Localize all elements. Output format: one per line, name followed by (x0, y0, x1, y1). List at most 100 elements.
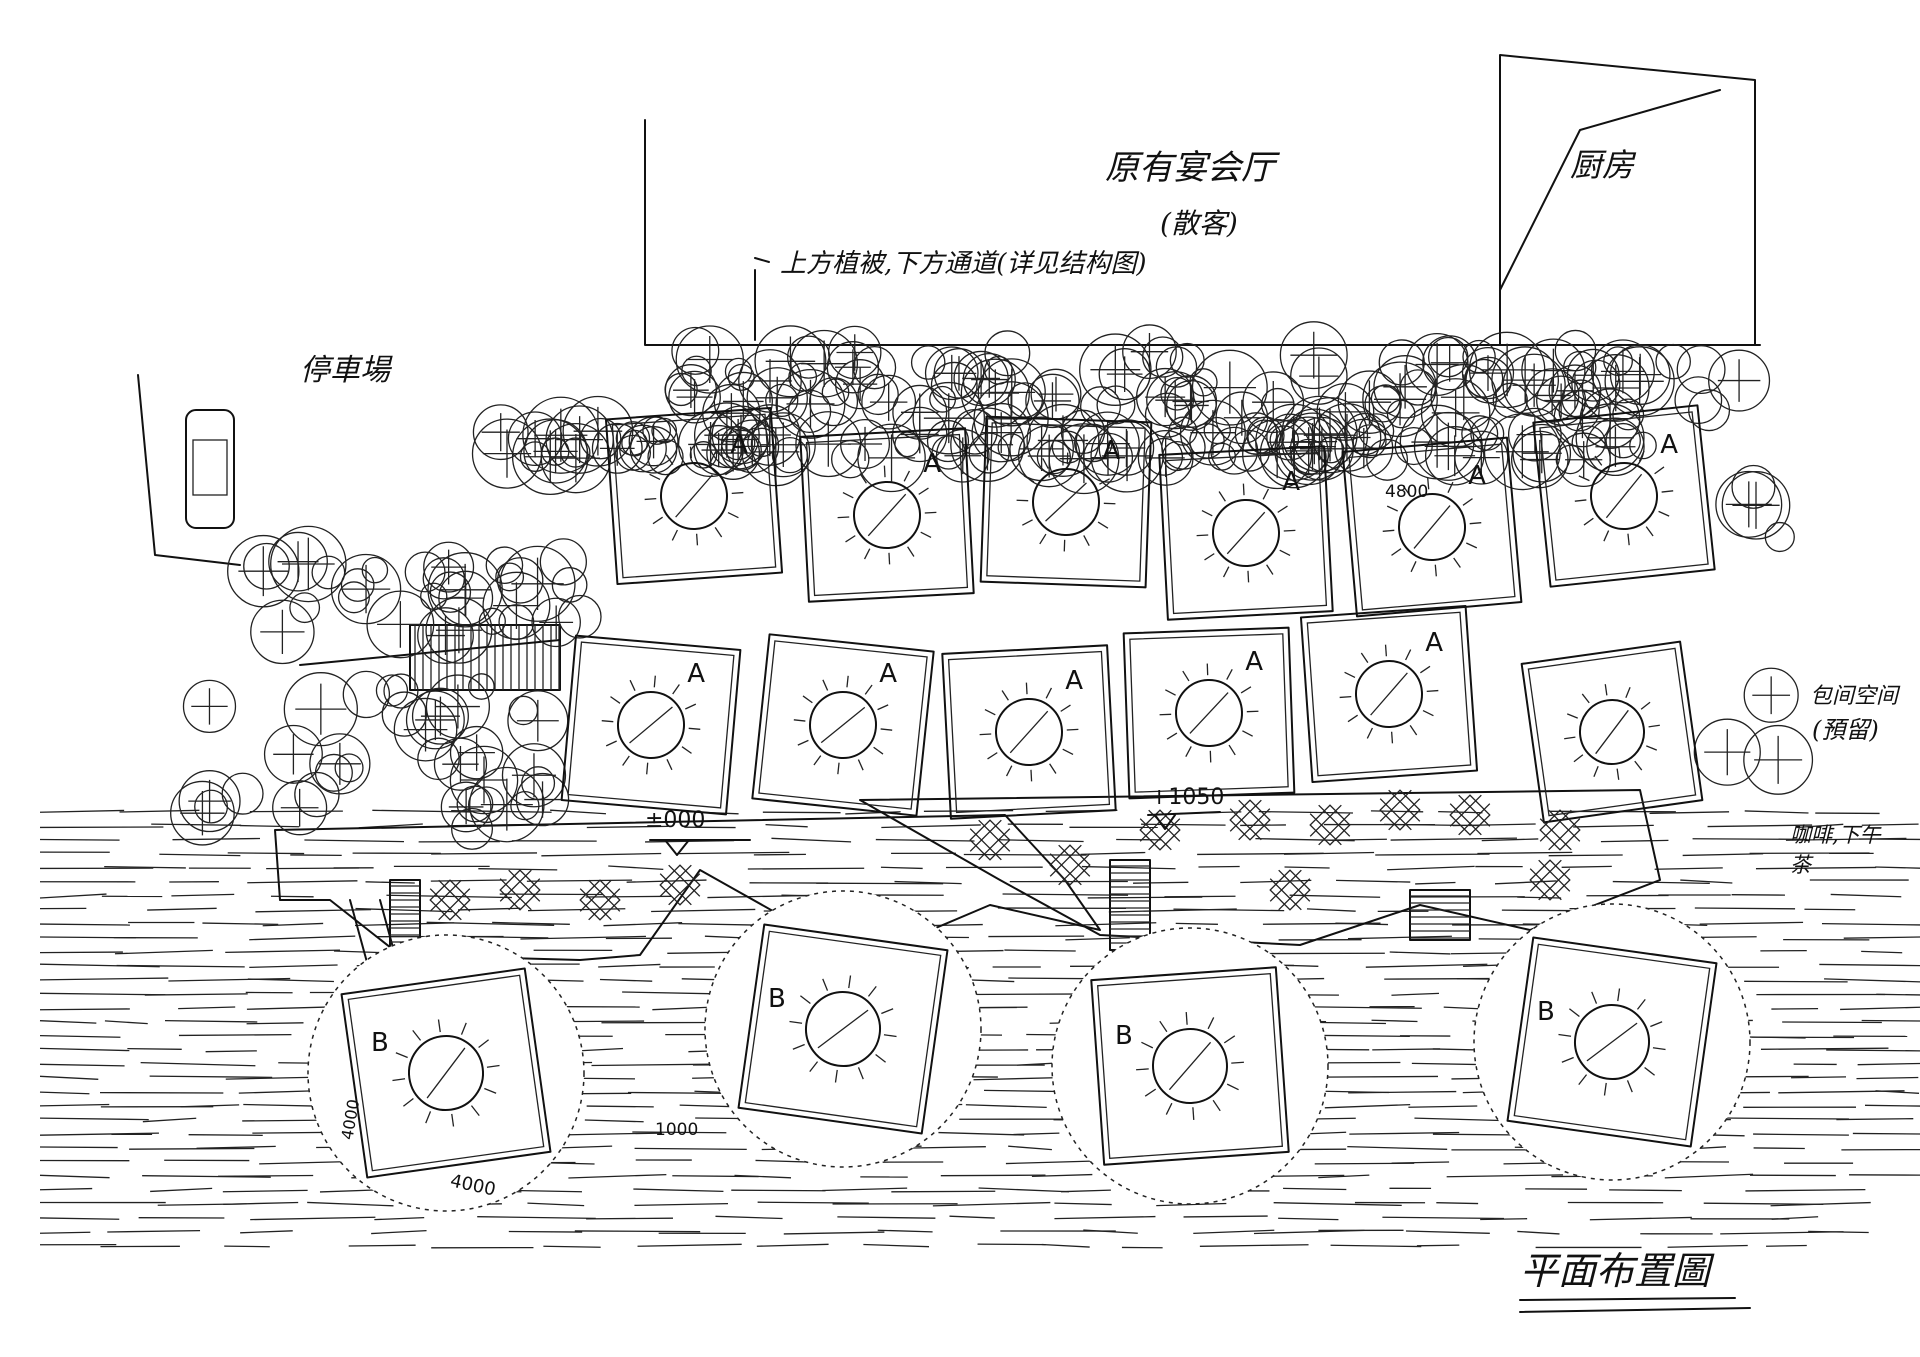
water-line (142, 1175, 271, 1178)
chair (881, 1008, 894, 1015)
room-type-label: A (1102, 436, 1121, 466)
chair (1025, 682, 1028, 695)
cafe-table-icon (969, 819, 1011, 861)
water-line (1390, 837, 1517, 841)
room-inner-wall (1164, 451, 1328, 615)
chair (646, 762, 649, 775)
tree-canopy (1073, 423, 1113, 463)
chair (1581, 693, 1590, 704)
water-line (1175, 922, 1218, 925)
tree-canopy (417, 607, 474, 664)
tree-canopy (738, 404, 801, 466)
tree-canopy (924, 346, 979, 401)
water-line (39, 893, 107, 899)
water-line (1156, 1202, 1227, 1207)
tree-canopy (1708, 349, 1771, 412)
tree-icon (1468, 331, 1546, 409)
chair (848, 975, 852, 989)
tree-canopy (1548, 364, 1602, 418)
water-line (188, 1134, 263, 1136)
round-table-icon (1558, 988, 1666, 1096)
tree-branches (686, 336, 734, 383)
title-underline (1519, 1297, 1751, 1313)
tree-icon (510, 790, 540, 821)
tree-canopy (1098, 348, 1151, 401)
tree-branches (1586, 414, 1634, 462)
tree-icon (521, 766, 556, 801)
chair (1574, 499, 1587, 502)
tree-canopy (440, 781, 492, 833)
tree-branches (191, 688, 228, 725)
water-line (1612, 880, 1710, 885)
tree-icon (1461, 346, 1515, 400)
water-line (104, 1020, 148, 1025)
chair (1636, 999, 1646, 1010)
tree-icon (924, 346, 979, 401)
level-mark-right: +1050 (1150, 785, 1225, 810)
tree-branches (1725, 481, 1772, 528)
tree-canopy (423, 541, 475, 593)
tree-icon (615, 421, 651, 456)
tree-canopy (272, 780, 328, 836)
tree-branches (1533, 376, 1571, 415)
water-line (151, 823, 242, 826)
tree-branches (1303, 409, 1357, 462)
tree-icon (472, 404, 529, 461)
water-line (1770, 1201, 1871, 1207)
tree-canopy (1399, 369, 1437, 406)
room-inner-wall (1096, 972, 1284, 1160)
table-hatch (1168, 1041, 1212, 1091)
tree-icon (1373, 355, 1437, 419)
water-line (1347, 1146, 1448, 1150)
water-line (1452, 823, 1536, 827)
water-line (1133, 881, 1189, 884)
water-line (1694, 907, 1796, 910)
water-line (478, 868, 558, 871)
tree-icon (1162, 440, 1193, 472)
chair (880, 728, 893, 731)
chair (875, 1053, 886, 1063)
tree-canopy (309, 733, 371, 795)
round-table-icon (837, 465, 937, 565)
tree-icon (411, 687, 469, 745)
water-line (1573, 824, 1654, 828)
tree-canopy (809, 377, 859, 427)
tree-canopy (1743, 667, 1799, 723)
cafe-table-top (1229, 799, 1271, 841)
cafe-chairs (579, 879, 621, 921)
tree-branches (1595, 426, 1636, 467)
tree-canopy (857, 423, 926, 493)
chair (622, 755, 630, 766)
water-line (1391, 1161, 1450, 1164)
cafe-chairs (1049, 844, 1091, 886)
bridge-dimension: 1000 (655, 1120, 699, 1140)
tree-icon (1009, 416, 1074, 482)
chair (864, 684, 873, 695)
water-line (355, 907, 453, 913)
water-line (940, 1174, 1046, 1177)
tree-branches (556, 416, 604, 464)
tree-icon (381, 691, 428, 737)
room-inner-wall (1513, 943, 1711, 1141)
tree-canopy (1161, 425, 1206, 470)
chair (809, 1061, 819, 1072)
canopy-note-leader (754, 257, 770, 341)
tree-branches (180, 790, 225, 836)
tree-icon (857, 423, 926, 493)
tree-canopy (427, 552, 503, 628)
chair (1231, 1061, 1244, 1064)
room-inner-wall (1539, 411, 1709, 581)
tree-icon (468, 673, 495, 700)
chair (1422, 710, 1434, 717)
room-inner-wall (567, 641, 735, 809)
tree-icon (427, 552, 503, 628)
tree-canopy (263, 724, 323, 784)
chair (1405, 649, 1412, 661)
water-line (1258, 810, 1353, 814)
chair (846, 675, 849, 688)
tree-canopy (647, 438, 684, 476)
water-line (1760, 1047, 1889, 1050)
chair (1604, 684, 1608, 696)
tree-branches (1440, 374, 1487, 421)
chair (1469, 522, 1482, 525)
